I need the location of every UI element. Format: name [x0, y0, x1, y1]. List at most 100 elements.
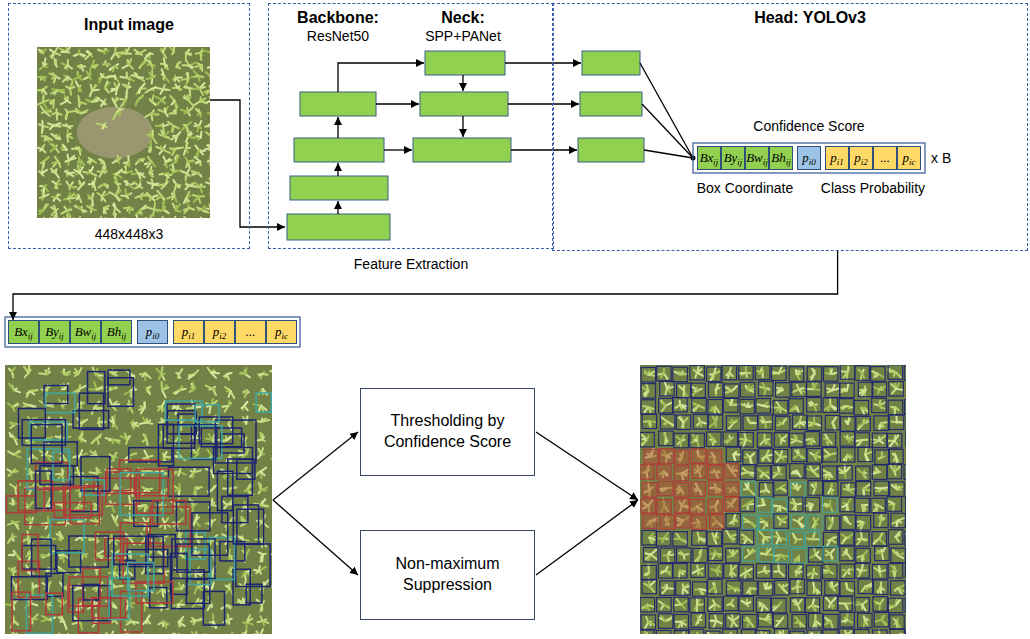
feature-map-block — [287, 214, 390, 240]
plant-leaf — [79, 438, 81, 442]
plant — [169, 106, 176, 113]
plant-leaf — [164, 109, 167, 112]
plant — [156, 145, 169, 153]
plant-leaf — [90, 160, 92, 164]
plant-leaf — [94, 382, 97, 389]
plant — [98, 98, 107, 106]
plant — [98, 167, 107, 177]
plant-leaf — [67, 101, 70, 103]
plant — [99, 74, 107, 83]
plant-leaf — [96, 375, 102, 380]
plant — [145, 193, 157, 201]
plant-leaf — [165, 107, 168, 112]
plant-leaf — [51, 144, 55, 148]
plant-leaf — [167, 196, 174, 199]
plant — [186, 131, 195, 141]
plant-leaf — [83, 171, 90, 174]
plant-leaf — [45, 136, 46, 141]
plant-leaf — [65, 109, 67, 112]
plant-leaf — [150, 148, 152, 152]
plant-leaf — [81, 65, 85, 67]
plant-leaf — [62, 388, 65, 391]
plant-leaf — [271, 456, 272, 458]
plant-leaf — [244, 490, 247, 491]
plant — [66, 182, 76, 190]
plant-leaf — [261, 488, 267, 491]
merge-line — [644, 150, 693, 158]
plant-leaf — [54, 123, 61, 125]
plant-leaf — [102, 191, 105, 196]
plant — [9, 367, 15, 377]
plant-leaf — [138, 88, 140, 92]
plant — [205, 83, 210, 94]
plant-leaf — [184, 208, 190, 210]
plant-leaf — [208, 90, 210, 92]
plant — [258, 372, 268, 378]
plant — [169, 217, 180, 218]
flow-arrow — [376, 103, 419, 104]
plant-leaf — [174, 217, 176, 218]
feature-map-block — [582, 51, 640, 75]
plant-leaf — [55, 504, 62, 506]
plant-leaf — [244, 468, 247, 472]
plant — [52, 109, 61, 120]
plant — [162, 69, 169, 82]
plant — [51, 144, 59, 152]
plant — [206, 205, 210, 215]
plant-leaf — [210, 97, 211, 100]
plant-leaf — [117, 156, 119, 161]
plant — [176, 369, 182, 378]
plant-leaf — [132, 420, 133, 423]
plant-leaf — [261, 468, 266, 472]
plant — [208, 107, 210, 118]
plant-leaf — [139, 65, 142, 68]
plant — [173, 484, 179, 495]
plant — [97, 123, 107, 129]
plant-leaf — [171, 136, 177, 140]
flow-arrow — [273, 432, 358, 500]
plant — [61, 145, 66, 150]
plant-leaf — [114, 203, 115, 208]
plant — [132, 420, 139, 428]
plant — [62, 369, 70, 375]
plant-leaf — [151, 87, 156, 89]
feature-map-block — [578, 138, 644, 162]
plant-leaf — [79, 181, 82, 185]
plant — [121, 189, 131, 198]
plant — [182, 170, 190, 180]
plant — [78, 181, 84, 190]
plant — [98, 49, 109, 54]
vector-outline — [693, 143, 925, 173]
plant — [174, 386, 186, 394]
plant-leaf — [78, 88, 80, 92]
plant-leaf — [57, 113, 62, 115]
plant-leaf — [136, 210, 141, 215]
plant-leaf — [208, 66, 210, 68]
plant-leaf — [111, 53, 115, 59]
plant-leaf — [39, 50, 43, 53]
plant-leaf — [80, 160, 85, 165]
plant — [9, 433, 17, 444]
plant — [40, 190, 49, 200]
plant-leaf — [111, 505, 114, 512]
plant — [258, 448, 264, 458]
plant — [92, 434, 101, 444]
plant-leaf — [24, 403, 29, 405]
plant-leaf — [61, 101, 67, 104]
plant — [259, 483, 268, 494]
plant-leaf — [197, 150, 199, 157]
plant-leaf — [78, 217, 81, 218]
plant — [84, 71, 91, 79]
plant-leaf — [38, 148, 42, 149]
plant-leaf — [104, 102, 107, 104]
plant-leaf — [138, 173, 140, 178]
plant — [8, 451, 20, 458]
plant-leaf — [202, 210, 209, 213]
plant — [49, 73, 59, 82]
plant-leaf — [44, 184, 46, 187]
plant-leaf — [42, 218, 44, 219]
plant-leaf — [70, 87, 74, 89]
plant-leaf — [197, 126, 199, 131]
plant — [136, 206, 148, 215]
plant-leaf — [112, 417, 114, 423]
